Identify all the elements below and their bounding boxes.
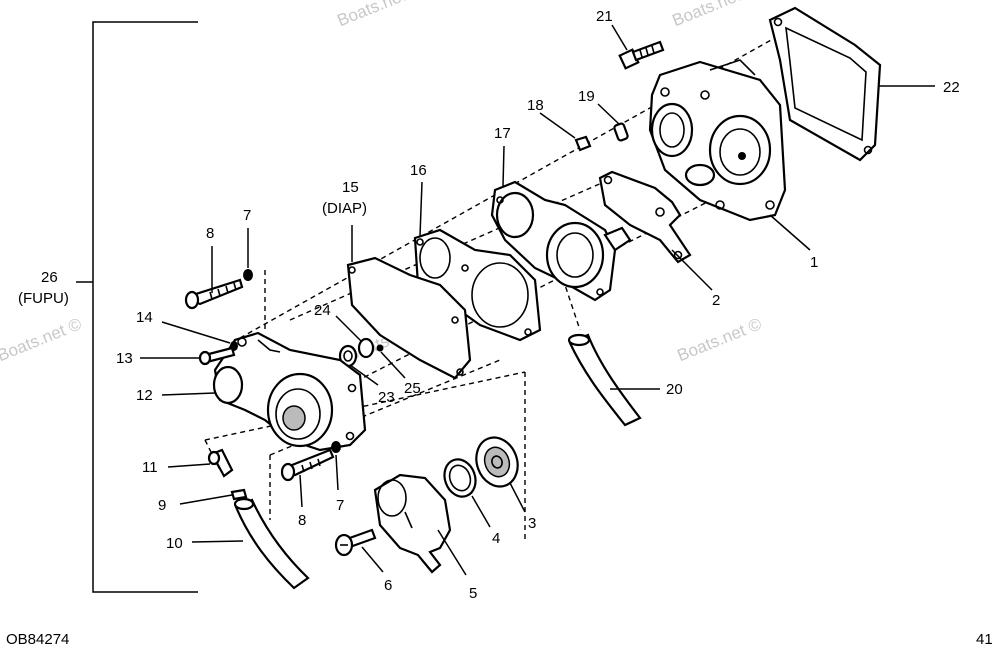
part-13-screw[interactable] <box>198 346 236 366</box>
callout-17: 17 <box>494 125 511 142</box>
callout-20: 20 <box>666 381 683 398</box>
callout-24: 24 <box>314 302 331 319</box>
callout-21: 21 <box>596 8 613 25</box>
callout-25: 25 <box>404 380 421 397</box>
callout-19: 19 <box>578 88 595 105</box>
part-6-screw[interactable] <box>334 528 377 557</box>
part-22-gasket[interactable] <box>768 6 882 162</box>
part-4-gasket-ring[interactable] <box>439 455 480 501</box>
part-8-bolt-upper[interactable] <box>184 278 244 310</box>
watermark-text: Boats.net © <box>335 0 425 30</box>
callout-3: 3 <box>528 515 536 532</box>
group-label-code: (FUPU) <box>18 290 69 307</box>
part-3-filter-screen[interactable] <box>470 432 525 493</box>
callout-10: 10 <box>166 535 183 552</box>
callout-7-lower: 7 <box>336 497 344 514</box>
watermark-text: Boats.net © <box>675 314 765 365</box>
callout-15-note: (DIAP) <box>322 200 367 217</box>
watermark-text: Boats.net © <box>0 314 85 365</box>
part-17-valve-body[interactable] <box>490 180 632 302</box>
callout-1: 1 <box>810 254 818 271</box>
callout-11: 11 <box>142 459 158 476</box>
page-number: 41 <box>976 631 993 648</box>
part-11-fitting[interactable] <box>207 448 234 478</box>
part-24-washer[interactable] <box>357 337 375 359</box>
part-19-pin[interactable] <box>613 122 629 142</box>
part-18-nut[interactable] <box>574 135 592 152</box>
part-10-hose[interactable] <box>233 497 310 590</box>
part-9-clamp[interactable] <box>230 488 248 501</box>
callout-13: 13 <box>116 350 133 367</box>
assembly-bracket <box>76 21 198 593</box>
part-5-filter-cover[interactable] <box>373 473 452 574</box>
part-20-hose[interactable] <box>567 333 642 427</box>
callout-8-upper: 8 <box>206 225 214 242</box>
watermark-text: Boats.net © <box>670 0 760 30</box>
callout-14: 14 <box>136 309 153 326</box>
callout-15: 15 <box>342 179 359 196</box>
part-8-bolt-lower[interactable] <box>280 448 335 482</box>
callout-labels: 1 2 3 4 5 6 7 7 8 8 9 10 11 12 13 14 15 … <box>18 8 960 602</box>
callout-23: 23 <box>378 389 395 406</box>
leader-lines <box>140 24 935 576</box>
part-25-check-valve[interactable] <box>376 344 384 352</box>
callout-22: 22 <box>943 79 960 96</box>
figure-code: OB84274 <box>6 631 69 648</box>
callout-16: 16 <box>410 162 427 179</box>
part-15-diaphragm[interactable] <box>346 256 472 380</box>
part-21-screw[interactable] <box>618 40 665 70</box>
callout-4: 4 <box>492 530 500 547</box>
callout-6: 6 <box>384 577 392 594</box>
part-7-washer-upper[interactable] <box>243 269 253 281</box>
part-2-plate[interactable] <box>598 170 692 264</box>
callout-9: 9 <box>158 497 166 514</box>
callout-18: 18 <box>527 97 544 114</box>
part-14-washer[interactable] <box>230 341 238 351</box>
callout-12: 12 <box>136 387 153 404</box>
callout-8-lower: 8 <box>298 512 306 529</box>
part-1-pump-cover[interactable] <box>648 59 787 222</box>
part-7-washer-lower[interactable] <box>331 441 341 453</box>
callout-7-upper: 7 <box>243 207 251 224</box>
callout-5: 5 <box>469 585 477 602</box>
callout-2: 2 <box>712 292 720 309</box>
part-12-pump-housing[interactable] <box>212 331 367 452</box>
group-label-number: 26 <box>41 269 58 286</box>
